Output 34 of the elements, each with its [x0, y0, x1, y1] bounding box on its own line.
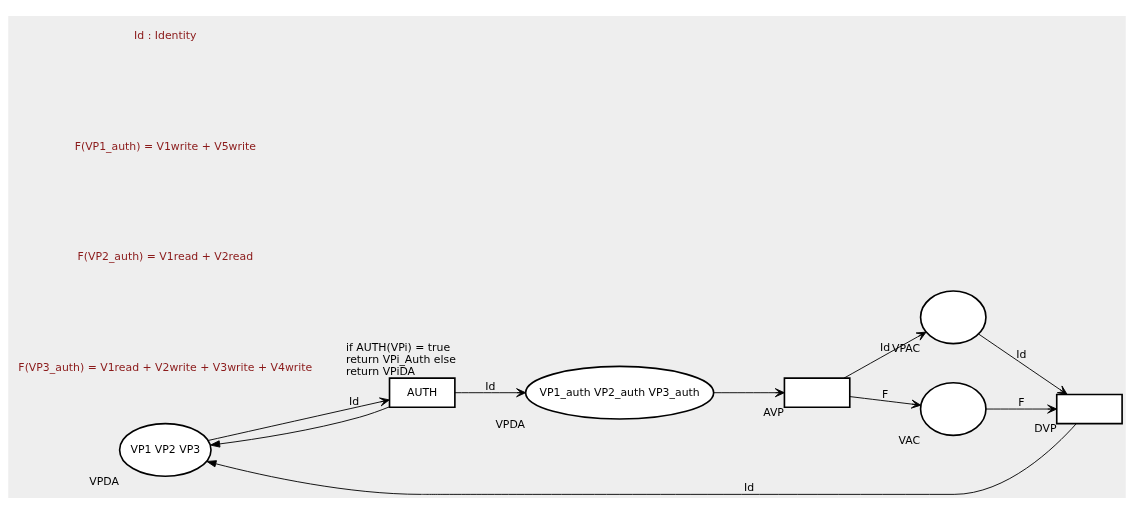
- node-box: AUTH: [388, 376, 456, 408]
- arrow: [978, 333, 1068, 395]
- arrow: [454, 387, 527, 397]
- arrow: [843, 331, 927, 379]
- edge-label: Id: [880, 340, 891, 354]
- arrow: [849, 395, 922, 409]
- arrow: [207, 396, 390, 441]
- edge-label: F: [1018, 395, 1025, 409]
- arrow: [985, 404, 1058, 414]
- arrow: [713, 387, 785, 397]
- label: F(VP3_auth) = V1read + V2write + V3write + V4write: [18, 360, 313, 374]
- node-label: VPDA: [495, 417, 526, 431]
- node-label: AVP: [763, 405, 784, 419]
- label: Id : Identity: [134, 28, 197, 42]
- edge-label: F: [882, 387, 889, 401]
- node-ellipse: [919, 381, 987, 436]
- node-ellipse: VP1_auth VP2_auth VP3_auth: [524, 365, 715, 420]
- node-ellipse: VP1 VP2 VP3: [118, 422, 212, 477]
- label: F(VP2_auth) = V1read + V2read: [77, 249, 254, 263]
- edge-label: Id: [1016, 347, 1027, 361]
- node-ellipse: [919, 289, 987, 344]
- node-label: if AUTH(VPi) = true return VPi_Auth else return VPiDA: [345, 340, 456, 378]
- node-label: VPDA: [89, 474, 119, 488]
- edge-label: Id: [485, 379, 496, 393]
- node-box: [1055, 393, 1123, 424]
- node-label: VPAC: [891, 341, 921, 355]
- node-box: [783, 376, 851, 408]
- label: F(VP1_auth) = V1write + V5write: [74, 139, 256, 153]
- arrow: [210, 405, 390, 448]
- node-label: DVP: [1034, 421, 1057, 435]
- edge-label: Id: [349, 394, 360, 408]
- node-label: VAC: [898, 433, 921, 447]
- edge-label: Id: [743, 480, 755, 494]
- arrow: [206, 422, 1077, 495]
